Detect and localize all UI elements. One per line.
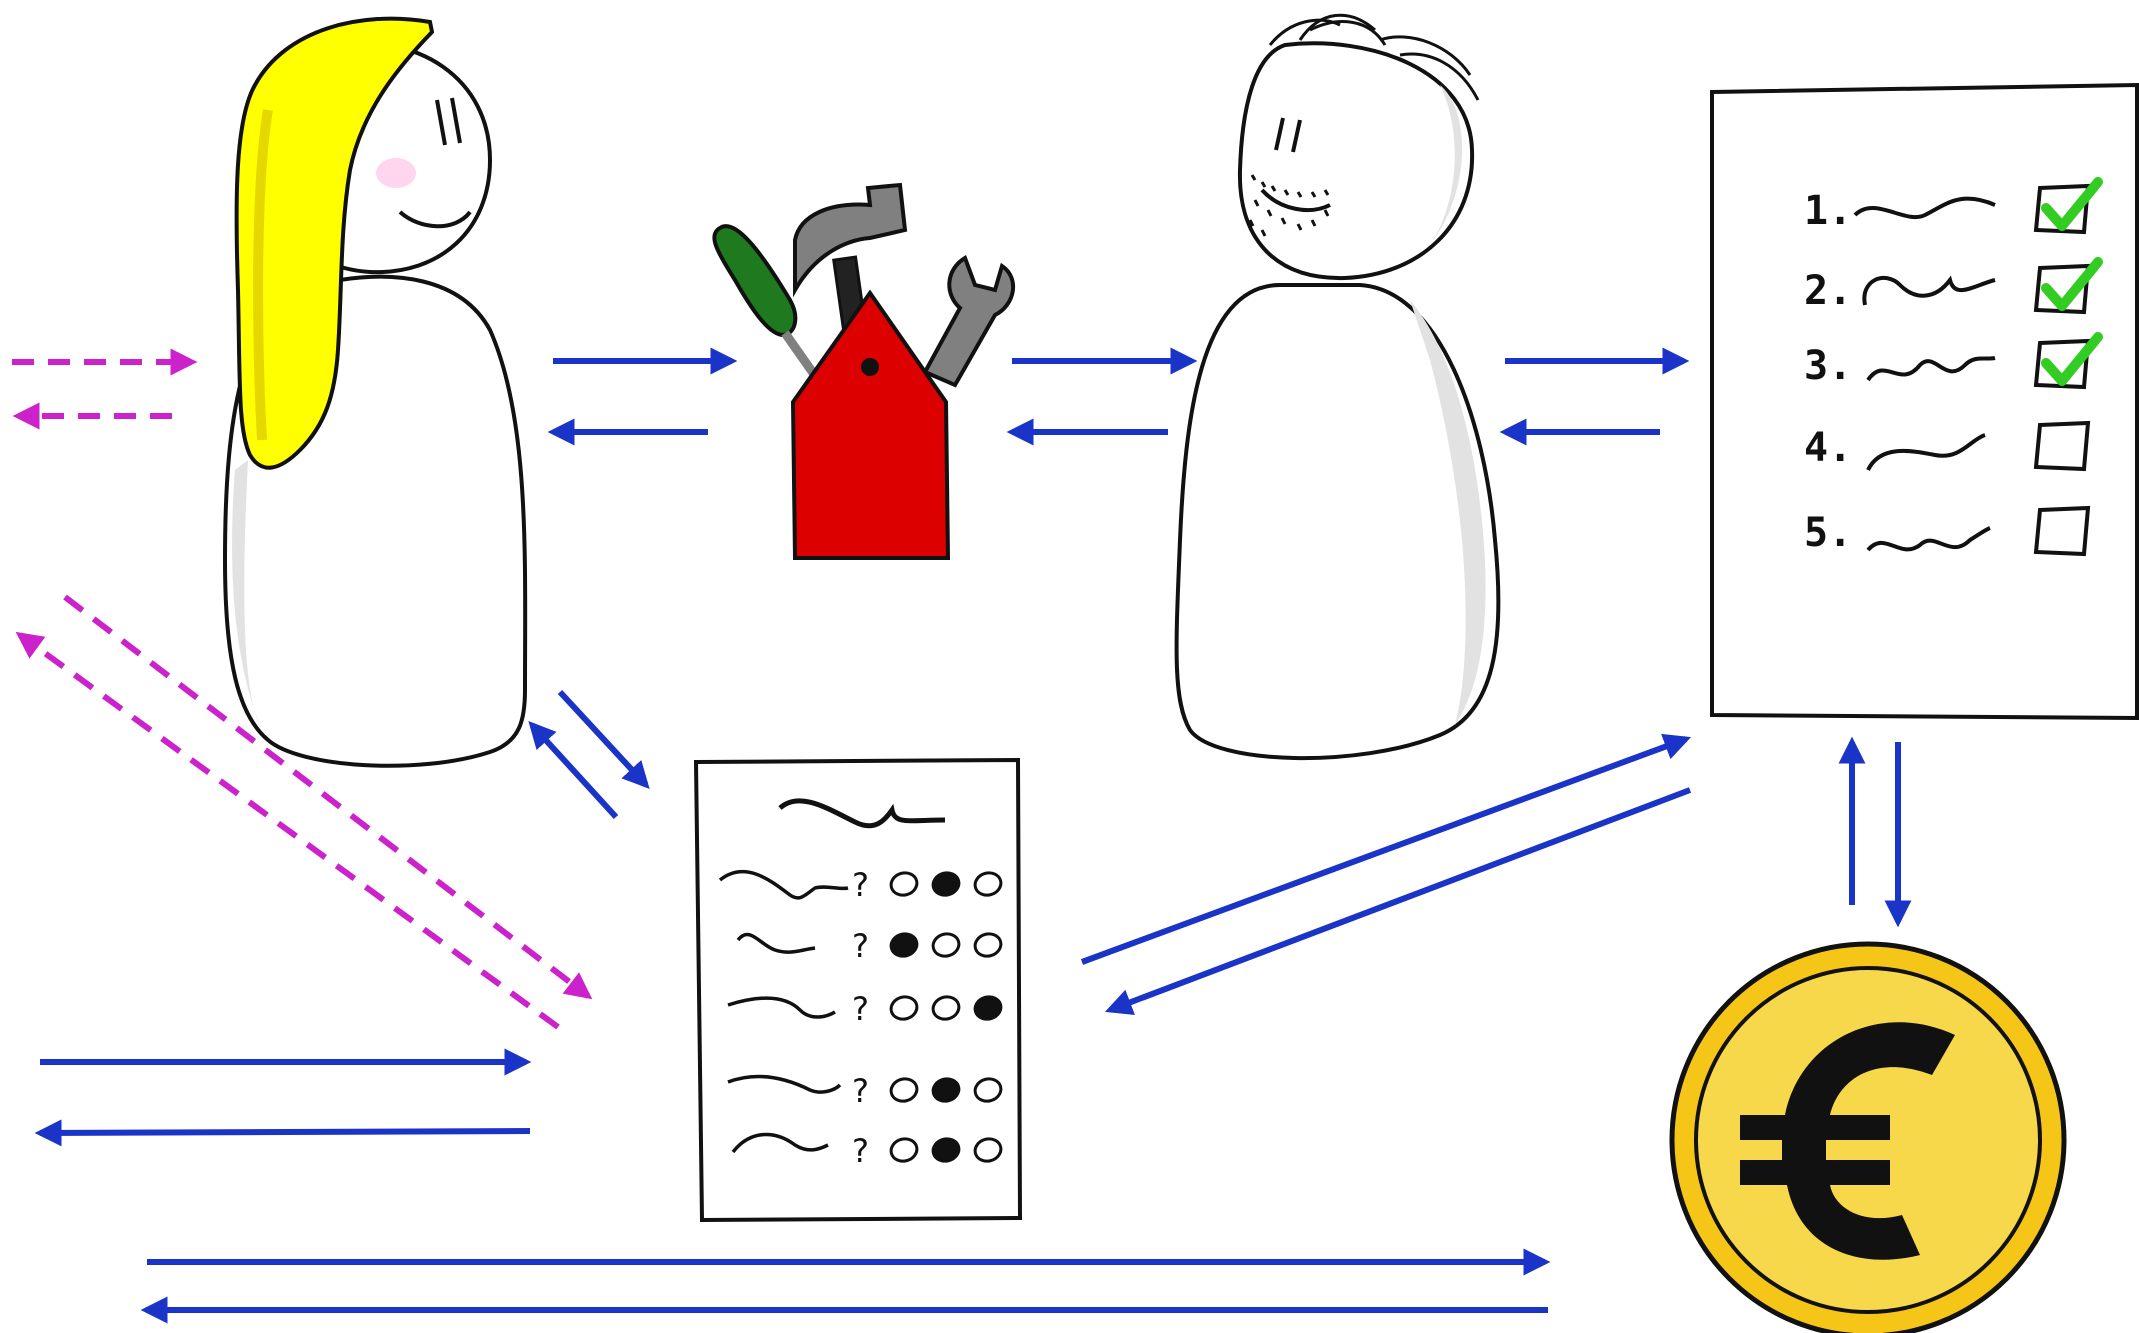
arrow-13 xyxy=(1110,790,1690,1010)
checklist-item-number: 2. xyxy=(1804,268,1852,314)
arrow-17 xyxy=(40,1131,530,1133)
checklist-item-number: 1. xyxy=(1804,188,1852,234)
checklist-item-number: 3. xyxy=(1804,343,1852,389)
bearded-man-figure-icon xyxy=(1177,15,1499,758)
questionnaire-icon: ????? xyxy=(696,760,1020,1220)
question-mark: ? xyxy=(852,1132,869,1170)
toolbox-icon xyxy=(714,185,1013,558)
checklist-icon: 1. 2. 3. 4. 5. xyxy=(1712,85,2137,718)
question-mark: ? xyxy=(852,866,869,904)
woman-figure-icon xyxy=(225,19,525,766)
checklist-item-number: 5. xyxy=(1804,510,1852,556)
checkbox-icon xyxy=(2036,508,2088,554)
checklist-item-number: 4. xyxy=(1804,425,1852,471)
checkbox-icon xyxy=(2036,423,2088,469)
question-mark: ? xyxy=(852,990,869,1028)
question-mark: ? xyxy=(852,927,869,965)
euro-coin-icon xyxy=(1672,944,2064,1333)
question-mark: ? xyxy=(852,1072,869,1110)
arrow-12 xyxy=(1082,739,1686,962)
